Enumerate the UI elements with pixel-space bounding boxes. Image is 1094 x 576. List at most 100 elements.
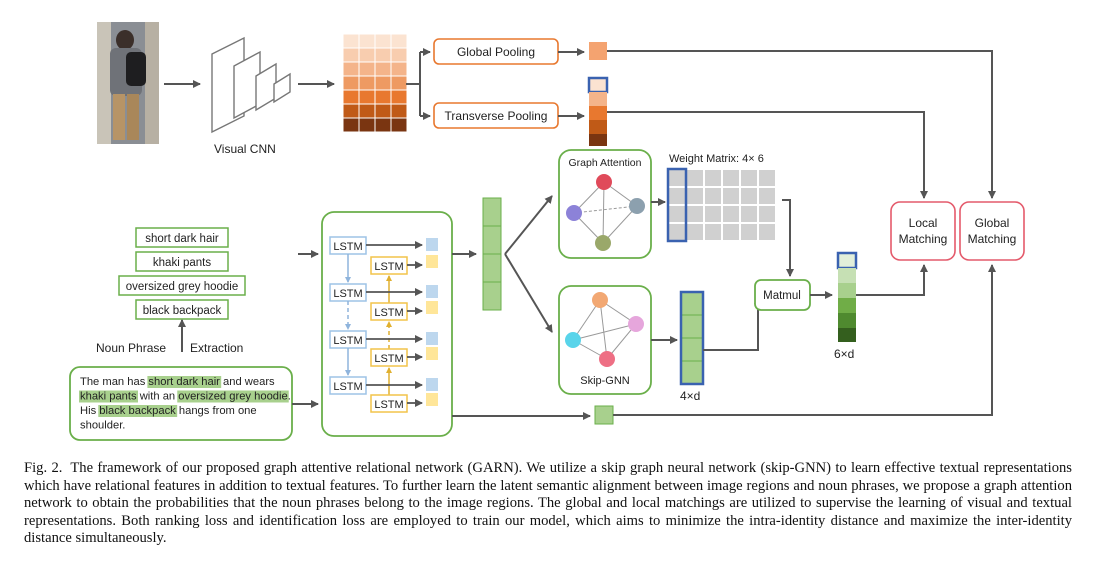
noun-phrase-box: [135, 227, 229, 248]
forward-output: [426, 378, 438, 391]
weight-cell: [705, 206, 721, 222]
skip-gnn-graph: [565, 292, 644, 367]
arrow: [782, 199, 794, 277]
backward-output: [426, 255, 438, 268]
dim-6xd-label: 6×d: [834, 347, 854, 361]
backward-output: [426, 301, 438, 314]
weight-cell: [705, 224, 721, 240]
graph-attention-label: Graph Attention: [569, 157, 642, 169]
highlighted-phrase: black backpack: [99, 405, 176, 417]
global-visual-path: [607, 50, 996, 199]
feature-map-cell: [390, 47, 408, 63]
weight-cell: [741, 188, 757, 204]
noun-phrase-text: black backpack: [143, 305, 222, 317]
weight-cell: [705, 170, 721, 186]
feature-map-cell: [374, 103, 392, 119]
weight-cell: [669, 170, 685, 186]
local-matching-label-line2: Matching: [899, 232, 948, 246]
noun-phrase-list: short dark hair khaki pants oversized grey…: [118, 227, 246, 320]
noun-phrase-text: short dark hair: [145, 233, 219, 245]
noun-phrase-box: [135, 251, 229, 272]
skip-gnn-features: [680, 291, 704, 385]
figure-number: Fig. 2.: [24, 460, 63, 476]
weight-cell: [741, 170, 757, 186]
feature-map-cell: [390, 103, 408, 119]
global-matching-label-line1: Global: [975, 216, 1010, 230]
feature-map-cell: [358, 33, 376, 49]
weight-cell: [723, 188, 739, 204]
feature-map-cell: [390, 89, 408, 105]
phrase-highlight: [79, 390, 138, 403]
local-text-path: [856, 264, 928, 296]
feature-map-cell: [358, 47, 376, 63]
feature-map-cell: [374, 75, 392, 91]
sentence-fragment: and wears: [220, 376, 275, 388]
feature-map-cell: [358, 89, 376, 105]
local-matching-label-line1: Local: [909, 216, 938, 230]
weight-cell: [705, 188, 721, 204]
weight-matrix-label: Weight Matrix: 4× 6: [669, 153, 764, 165]
weight-cell: [759, 170, 775, 186]
lstm-label: LSTM: [374, 353, 403, 365]
weight-cell: [759, 206, 775, 222]
backward-output: [426, 347, 438, 360]
feature-map-cell: [358, 61, 376, 77]
weight-matrix: [666, 167, 775, 243]
local-text-features: [836, 251, 858, 342]
phrase-highlight: [98, 405, 178, 417]
skip-gnn-features-outline: [679, 290, 705, 386]
weight-cell: [687, 206, 703, 222]
local-visual-path: [607, 111, 928, 199]
lstm-label: LSTM: [333, 288, 362, 300]
lstm-label: LSTM: [333, 381, 362, 393]
graph-attention-box: [558, 149, 652, 259]
sentence-line: His black backpack hangs from one: [80, 405, 257, 417]
noun-phrase-text: khaki pants: [153, 257, 211, 269]
phrase-highlight: [177, 390, 289, 403]
noun-phrase-label: Noun Phrase: [96, 341, 166, 355]
arrow: [504, 253, 553, 333]
forward-output: [426, 332, 438, 345]
lstm-label: LSTM: [333, 241, 362, 253]
feature-map-cell: [358, 103, 376, 119]
sentence-line: khaki pants with an oversized grey hoodi…: [80, 391, 291, 403]
weight-cell: [669, 188, 685, 204]
global-matching-label-line2: Matching: [968, 232, 1017, 246]
feature-map-cell: [342, 89, 360, 105]
weight-cell: [741, 206, 757, 222]
sentence-fragment: shoulder.: [80, 420, 125, 432]
lstm-label: LSTM: [333, 335, 362, 347]
feature-map-cell: [374, 33, 392, 49]
visual-cnn-icon: [211, 36, 291, 134]
feature-map-cell: [390, 75, 408, 91]
global-text-path: [613, 264, 996, 416]
sentence-fragment: The man has: [80, 376, 148, 388]
weight-cell: [687, 188, 703, 204]
weight-cell: [687, 224, 703, 240]
phrase-feature-column: [482, 197, 502, 311]
weight-cell: [759, 188, 775, 204]
weight-cell: [723, 206, 739, 222]
noun-phrase-box: [118, 275, 246, 296]
visual-cnn-label: Visual CNN: [214, 142, 276, 156]
feature-map-cell: [374, 47, 392, 63]
forward-output: [426, 238, 438, 251]
local-visual-features: [587, 76, 609, 146]
sentence-line: shoulder.: [80, 420, 125, 432]
sentence-fragment: His: [80, 405, 99, 417]
highlighted-phrase: khaki pants: [80, 391, 137, 403]
extraction-label: Extraction: [190, 341, 243, 355]
highlighted-phrase: oversized grey hoodie: [178, 391, 287, 403]
arrow: [703, 296, 762, 351]
global-pooling-label: Global Pooling: [457, 45, 535, 59]
sentence-text: The man has short dark hair and wears kha…: [79, 376, 291, 432]
matmul-label: Matmul: [763, 290, 801, 302]
noun-phrase-text: oversized grey hoodie: [126, 281, 239, 293]
weight-cell: [723, 224, 739, 240]
feature-map-cell: [390, 117, 408, 133]
sentence-line: The man has short dark hair and wears: [80, 376, 275, 388]
sentence-fragment: with an: [137, 391, 179, 403]
weight-cell: [669, 206, 685, 222]
